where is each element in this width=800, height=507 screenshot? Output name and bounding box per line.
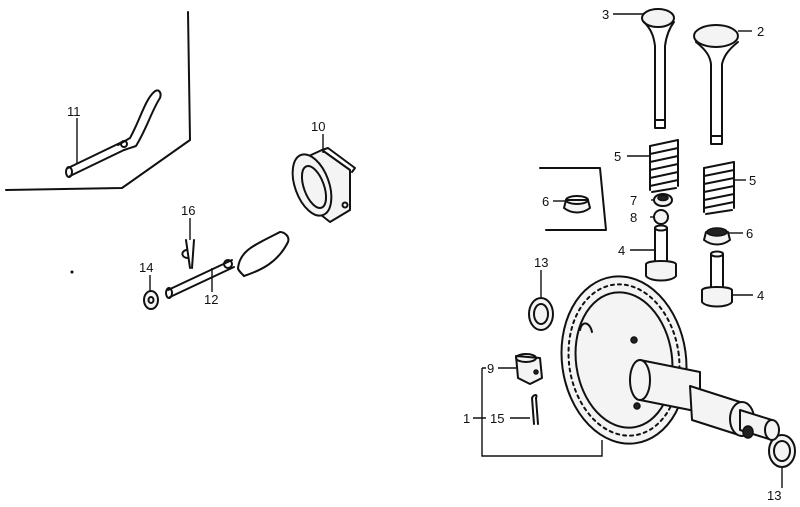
part-4-tappet-left — [645, 224, 677, 282]
part-16-clip — [181, 239, 195, 269]
stray-dot — [70, 270, 74, 274]
part-4-tappet-right — [701, 250, 733, 308]
callout-11: 11 — [67, 104, 81, 119]
part-5-spring-left — [649, 139, 679, 193]
part-13-washer-bottom — [768, 434, 796, 468]
camshaft-gear — [560, 275, 688, 445]
callout-6-left: 6 — [542, 194, 549, 209]
callout-3: 3 — [602, 7, 609, 22]
part-3-valve — [641, 8, 675, 129]
part-6-retainer-right — [703, 227, 731, 246]
callout-6-right: 6 — [746, 226, 753, 241]
callout-8: 8 — [630, 210, 637, 225]
callout-10: 10 — [311, 119, 325, 134]
part-5-spring-right — [703, 161, 735, 215]
callout-4-left: 4 — [618, 243, 625, 258]
part-9-weight — [515, 353, 543, 385]
callout-13-bottom: 13 — [767, 488, 781, 503]
part-13-washer-top — [528, 297, 554, 331]
part-15-pin — [531, 394, 539, 425]
callout-15: 15 — [490, 411, 504, 426]
leader-lines — [76, 13, 783, 488]
callout-5-left: 5 — [614, 149, 621, 164]
callouts: 3 2 5 5 6 6 7 8 4 4 13 13 10 11 16 14 12… — [67, 7, 781, 503]
callout-12: 12 — [204, 292, 218, 307]
callout-16: 16 — [181, 203, 195, 218]
callout-9: 9 — [487, 361, 494, 376]
part-2-valve — [693, 24, 739, 145]
part-6-box — [539, 167, 607, 231]
callout-7: 7 — [630, 193, 637, 208]
callout-2: 2 — [757, 24, 764, 39]
part-14-washer — [143, 290, 159, 310]
callout-1: 1 — [463, 411, 470, 426]
callout-5-right: 5 — [749, 173, 756, 188]
callout-13-top: 13 — [534, 255, 548, 270]
camshaft-shaft — [629, 336, 780, 441]
part-8-keeper — [653, 209, 669, 225]
crankcase-outline — [5, 11, 191, 191]
part-10-bushing — [291, 147, 356, 223]
part-7-retainer — [653, 193, 673, 207]
part-12-governor-shaft — [165, 231, 290, 299]
callout-4-right: 4 — [757, 288, 764, 303]
callout-14: 14 — [139, 260, 153, 275]
